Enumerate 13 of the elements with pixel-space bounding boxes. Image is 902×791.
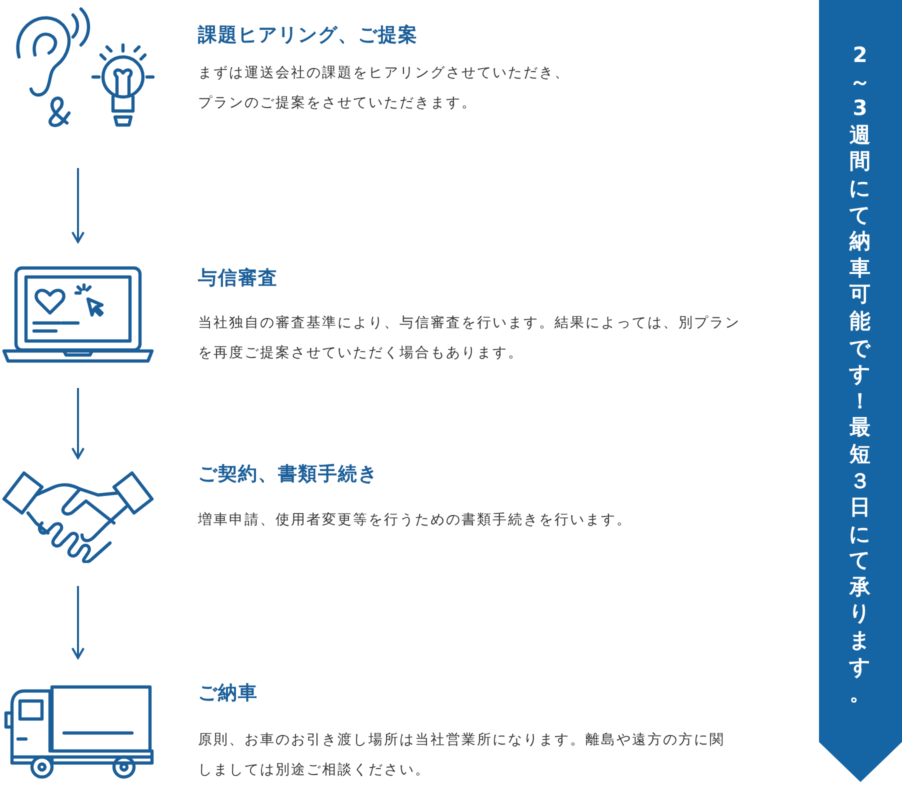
step-description: 原則、お車のお引き渡し場所は当社営業所になります。離島や遠方の方に関しましては別途ご相談ください。 [198, 731, 726, 780]
banner-text: 2～3週間にて納車可能です！最短３日にて承ります。 [848, 42, 872, 707]
step-title: 課題ヒアリング、ご提案 [198, 23, 418, 48]
arrow [71, 388, 85, 460]
step-description: 増車申請、使用者変更等を行うための書類手続きを行います。 [198, 511, 633, 530]
step-title: ご納車 [198, 681, 258, 706]
arrow [71, 586, 85, 660]
step-title: ご契約、書類手続き [198, 462, 378, 487]
step-description: まずは運送会社の課題をヒアリングさせていただき、プランのご提案をさせていただきます。 [198, 64, 571, 113]
banner [819, 0, 902, 782]
step-title: 与信審査 [198, 266, 278, 291]
step-description: 当社独自の審査基準により、与信審査を行います。結果によっては、別プランを再度ご提案させていただく場合もあります。 [198, 314, 742, 363]
arrow [71, 168, 85, 244]
